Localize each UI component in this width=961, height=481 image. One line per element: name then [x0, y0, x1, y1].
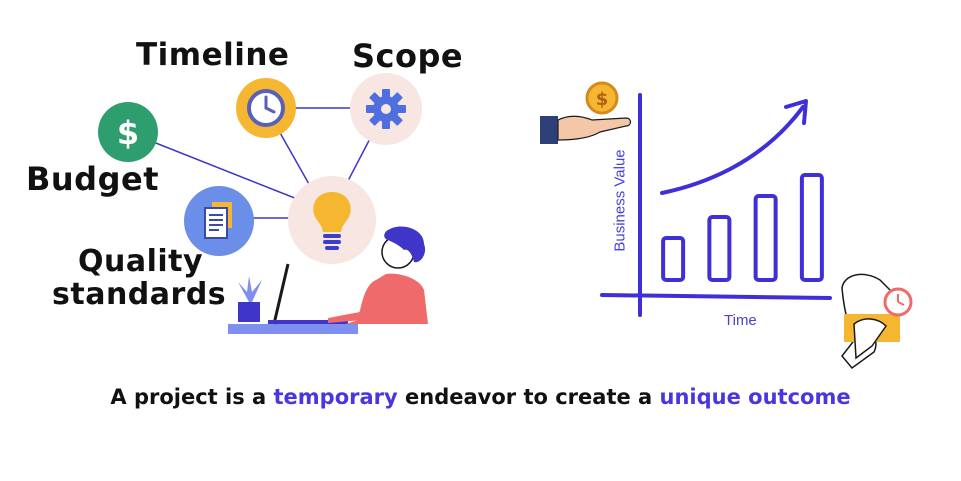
hand-watch-illustration: [841, 273, 913, 370]
hand-coin-illustration: $: [540, 81, 632, 144]
caption-highlight-unique-outcome: unique outcome: [659, 385, 851, 409]
budget-label: Budget: [26, 160, 159, 198]
chart-ylabel: Business Value: [611, 149, 629, 252]
chart-bar-1: [661, 236, 686, 282]
svg-text:$: $: [596, 89, 609, 110]
document-icon: [204, 202, 232, 239]
lightbulb-icon: [313, 192, 351, 250]
scope-label: Scope: [352, 37, 464, 75]
plant-icon: [238, 276, 262, 322]
caption-part2: endeavor to create a: [397, 385, 660, 409]
watch-icon: [883, 287, 913, 317]
coin-icon: $: [585, 81, 619, 115]
quality-label-line1: Quality: [78, 244, 204, 279]
chart-bar-2: [707, 215, 732, 282]
chart-trend-arrowhead: [784, 99, 808, 125]
business-value-chart: [600, 93, 832, 317]
dollar-coin-icon: $: [117, 114, 139, 152]
chart-bar-4: [799, 173, 824, 282]
person-icon: [328, 226, 428, 324]
caption-highlight-temporary: temporary: [273, 385, 398, 409]
clock-icon: [247, 89, 285, 127]
chart-x-axis: [600, 293, 832, 300]
laptop-icon: [268, 263, 348, 325]
chart-xlabel: Time: [724, 312, 757, 329]
quality-label-line2: standards: [52, 277, 227, 312]
budget-node: [98, 102, 158, 162]
caption-part1: A project is a: [110, 385, 274, 409]
chart-bar-3: [753, 194, 778, 282]
timeline-label: Timeline: [136, 37, 290, 73]
svg-text:$: $: [117, 114, 139, 152]
person-laptop-illustration: [228, 226, 428, 334]
gear-icon: [366, 89, 406, 129]
chart-trend-line: [660, 105, 805, 195]
caption: A project is a temporary endeavor to cre…: [0, 385, 961, 409]
